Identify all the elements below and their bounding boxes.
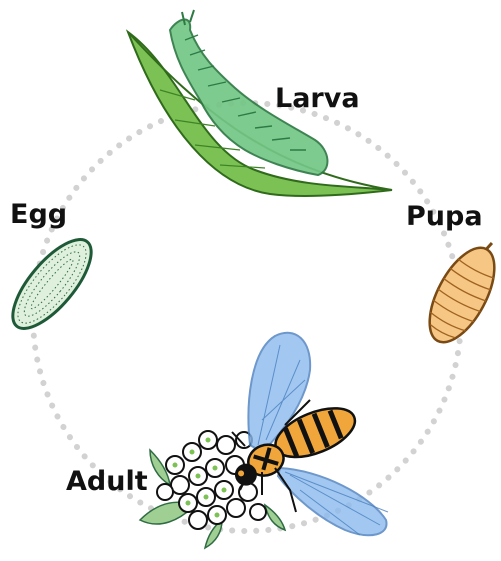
stage-label-adult: Adult bbox=[66, 466, 148, 497]
adult-illustration bbox=[140, 333, 388, 548]
egg-illustration bbox=[0, 228, 104, 341]
stage-label-pupa: Pupa bbox=[406, 201, 483, 232]
stage-label-egg: Egg bbox=[10, 199, 67, 230]
stage-label-larva: Larva bbox=[275, 83, 360, 114]
pupa-illustration bbox=[416, 231, 501, 352]
